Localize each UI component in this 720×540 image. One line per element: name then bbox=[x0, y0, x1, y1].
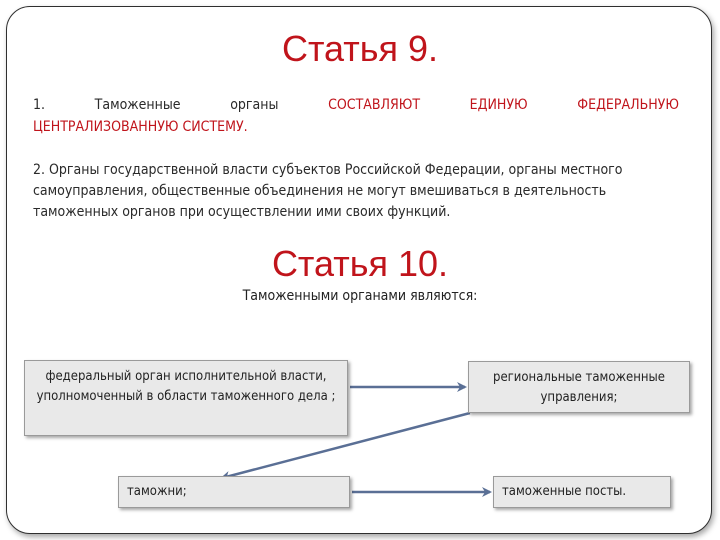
arrow-regional-to-customs bbox=[220, 411, 471, 481]
point-1-word: органы bbox=[230, 97, 279, 113]
article-10-intro: Таможенными органами являются: bbox=[242, 288, 478, 304]
point-1-number: 1. bbox=[33, 97, 46, 113]
point-1-highlight: СОСТАВЛЯЮТ bbox=[328, 97, 421, 113]
point-1-highlight: ФЕДЕРАЛЬНУЮ bbox=[577, 97, 679, 113]
customs-posts-box: таможенные посты. bbox=[493, 476, 671, 508]
article-9-point-1-line-2: ЦЕНТРАЛИЗОВАННУЮ СИСТЕМУ. bbox=[33, 119, 248, 135]
article-10-title: Статья 10. bbox=[271, 243, 449, 284]
article-9-title: Статья 9. bbox=[281, 28, 439, 69]
regional-administrations-box: региональные таможенные управления; bbox=[468, 361, 690, 413]
customs-offices-box: таможни; bbox=[118, 476, 350, 508]
point-1-highlight: ЕДИНУЮ bbox=[469, 97, 528, 113]
point-1-word: Таможенные bbox=[94, 97, 181, 113]
article-9-point-2: 2. Органы государственной власти субъект… bbox=[33, 162, 623, 220]
slide-frame bbox=[6, 6, 712, 534]
article-9-point-1-line-1: 1. Таможенные органы СОСТАВЛЯЮТ ЕДИНУЮ Ф… bbox=[33, 95, 679, 116]
federal-authority-box: федеральный орган исполнительной власти,… bbox=[24, 360, 348, 436]
